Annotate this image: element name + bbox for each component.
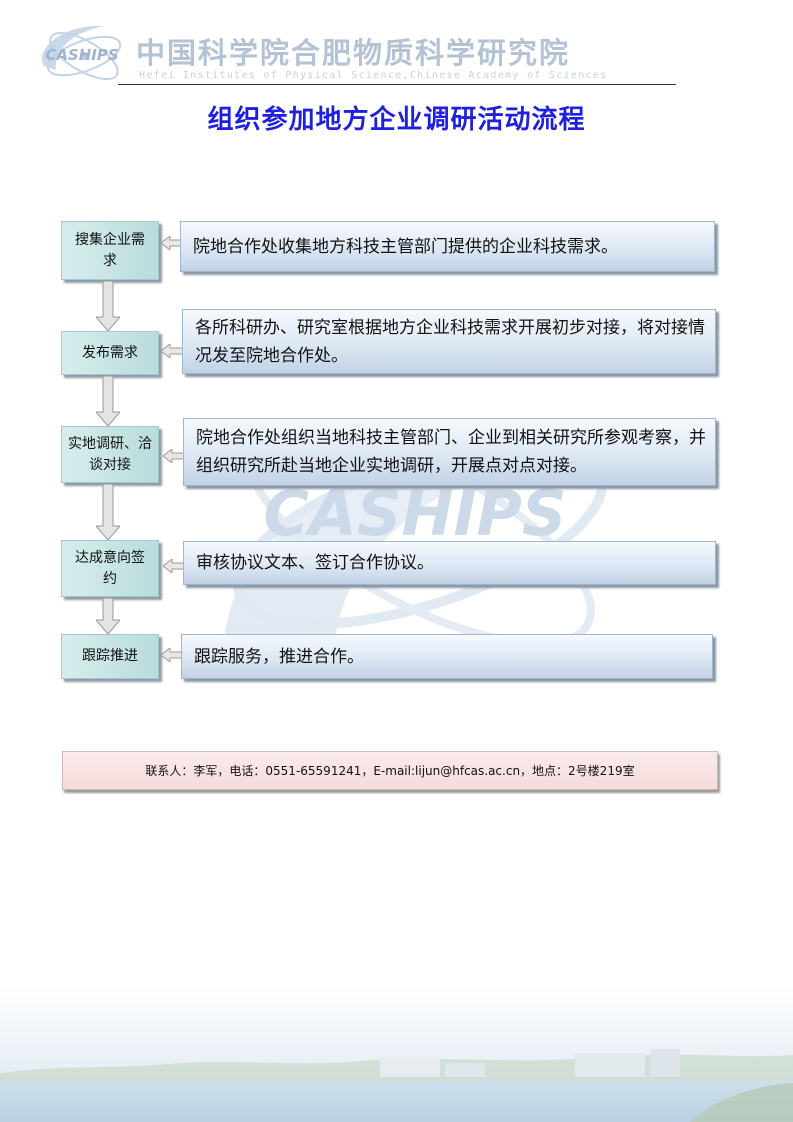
arrow-left-icon	[161, 344, 183, 358]
description-text: 院地合作处收集地方科技主管部门提供的企业科技需求。	[193, 236, 618, 257]
arrow-left-icon	[163, 559, 185, 573]
caships-logo: CASHIPS	[42, 25, 122, 81]
step-description-2: 各所科研办、研究室根据地方企业科技需求开展初步对接，将对接情况发至院地合作处。	[182, 309, 716, 374]
step-description-3: 院地合作处组织当地科技主管部门、企业到相关研究所参观考察，并组织研究所赴当地企业…	[183, 418, 716, 486]
description-text: 跟踪服务，推进合作。	[194, 646, 364, 667]
description-text: 各所科研办、研究室根据地方企业科技需求开展初步对接，将对接情况发至院地合作处。	[195, 318, 705, 366]
arrow-left-icon	[161, 648, 183, 662]
step-label: 发布需求	[82, 344, 138, 361]
org-name-en: Hefei Institutes of Physical Science,Chi…	[139, 70, 608, 81]
step-description-4: 审核协议文本、签订合作协议。	[183, 541, 716, 585]
org-name-cn: 中国科学院合肥物质科学研究院	[136, 36, 571, 70]
logo-text: CASHIPS	[45, 46, 118, 64]
step-label: 达成意向签约	[75, 549, 145, 587]
step-description-5: 跟踪服务，推进合作。	[181, 634, 713, 679]
contact-info-box: 联系人：李军，电话：0551-65591241，E-mail:lijun@hfc…	[62, 751, 718, 790]
step-description-1: 院地合作处收集地方科技主管部门提供的企业科技需求。	[180, 221, 715, 272]
arrow-down-icon	[96, 281, 120, 331]
page-title: 组织参加地方企业调研活动流程	[207, 105, 586, 135]
watermark-text: CASHIPS	[263, 477, 566, 550]
step-box-1: 搜集企业需求	[61, 221, 159, 280]
step-label: 实地调研、洽谈对接	[68, 435, 152, 473]
description-text: 审核协议文本、签订合作协议。	[196, 553, 434, 573]
arrow-left-icon	[163, 449, 185, 463]
arrow-down-icon	[96, 376, 120, 426]
step-box-3: 实地调研、洽谈对接	[61, 426, 159, 483]
step-box-2: 发布需求	[61, 331, 159, 375]
arrow-down-icon	[96, 598, 120, 634]
campus-lake-image	[0, 985, 793, 1122]
description-text: 院地合作处组织当地科技主管部门、企业到相关研究所参观考察，并组织研究所赴当地企业…	[196, 428, 706, 476]
step-label: 跟踪推进	[82, 648, 138, 664]
header-divider	[118, 84, 676, 85]
step-label: 搜集企业需求	[75, 231, 145, 269]
arrow-left-icon	[161, 236, 183, 250]
step-box-4: 达成意向签约	[61, 540, 159, 597]
step-box-5: 跟踪推进	[61, 634, 159, 679]
contact-text: 联系人：李军，电话：0551-65591241，E-mail:lijun@hfc…	[145, 764, 635, 778]
arrow-down-icon	[96, 484, 120, 540]
